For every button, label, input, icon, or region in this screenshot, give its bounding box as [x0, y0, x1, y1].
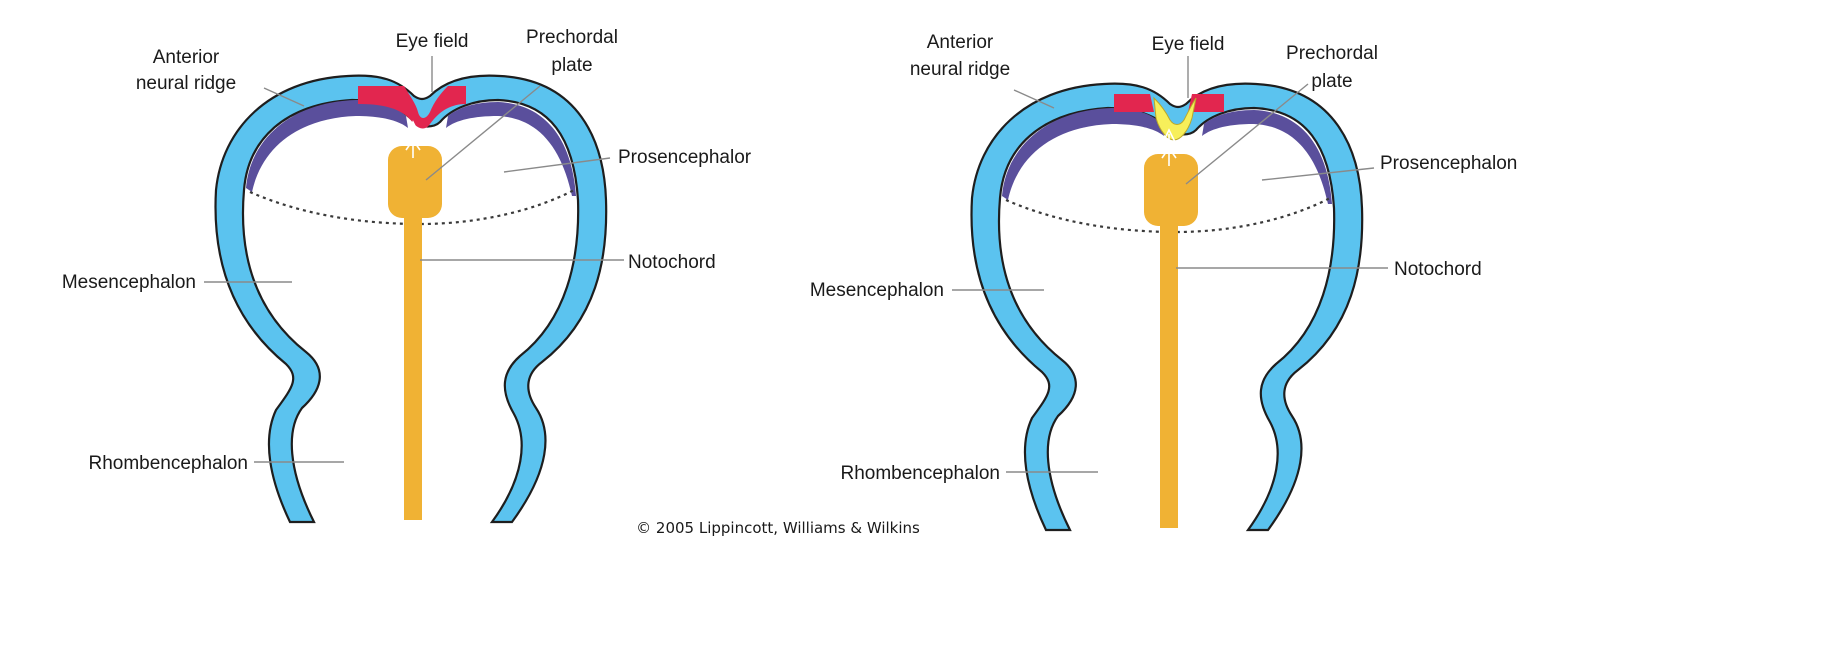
left-leader-prechordal	[425, 85, 541, 181]
left-label-prosencephalon: Prosencephalor	[618, 147, 752, 168]
left-eye-field	[358, 86, 466, 129]
left-label-eye-field: Eye field	[396, 31, 469, 52]
left-panel: Anterior neural ridge Eye field Prechord…	[62, 27, 752, 524]
right-leader-prechordal	[1185, 83, 1309, 185]
left-label-prechordal-2: plate	[551, 55, 592, 76]
right-signal-arrow	[1161, 128, 1177, 166]
left-label-anterior-ridge-1: Anterior	[153, 47, 220, 68]
left-boundary-dashed-line	[249, 189, 575, 226]
copyright-notice: © 2005 Lippincott, Williams & Wilkins	[636, 519, 920, 537]
left-label-anterior-ridge-2: neural ridge	[136, 73, 236, 94]
right-label-anterior-ridge-2: neural ridge	[910, 59, 1010, 80]
right-label-prosencephalon: Prosencephalon	[1380, 153, 1517, 174]
left-notochord	[404, 214, 422, 520]
right-neural-plate-wall	[970, 82, 1364, 532]
left-leader-prosencephalon	[503, 157, 611, 173]
right-label-prechordal-2: plate	[1311, 71, 1352, 92]
left-prechordal-plate	[388, 146, 442, 218]
left-label-prechordal-1: Prechordal	[526, 27, 618, 48]
right-leader-prosencephalon	[1261, 167, 1375, 181]
right-anterior-neural-ridge-right	[1202, 110, 1332, 204]
right-label-eye-field: Eye field	[1152, 34, 1225, 55]
right-label-rhombencephalon: Rhombencephalon	[840, 463, 1000, 484]
right-panel: Anterior neural ridge Eye field Prechord…	[810, 32, 1517, 532]
left-leader-anterior-ridge	[263, 87, 305, 107]
right-label-prechordal-1: Prechordal	[1286, 43, 1378, 64]
right-boundary-dashed-line	[1005, 197, 1331, 234]
right-label-notochord: Notochord	[1394, 259, 1482, 280]
left-label-mesencephalon: Mesencephalon	[62, 272, 196, 293]
right-notochord	[1160, 222, 1178, 528]
right-label-anterior-ridge-1: Anterior	[927, 32, 994, 53]
right-eye-field-center	[1153, 96, 1197, 141]
right-prechordal-plate	[1144, 154, 1198, 226]
right-eye-field-left-patch	[1114, 94, 1154, 112]
right-eye-field-right-patch	[1188, 94, 1224, 112]
neural-plate-diagram: Anterior neural ridge Eye field Prechord…	[62, 27, 1517, 537]
right-anterior-neural-ridge	[1002, 108, 1164, 200]
left-label-notochord: Notochord	[628, 252, 716, 273]
left-signal-arrow	[405, 120, 421, 158]
right-leader-anterior-ridge	[1013, 89, 1055, 109]
left-neural-plate-wall	[214, 74, 608, 524]
left-anterior-neural-ridge	[246, 100, 408, 192]
right-label-mesencephalon: Mesencephalon	[810, 280, 944, 301]
left-anterior-neural-ridge-right	[446, 102, 576, 196]
left-label-rhombencephalon: Rhombencephalon	[88, 453, 248, 474]
